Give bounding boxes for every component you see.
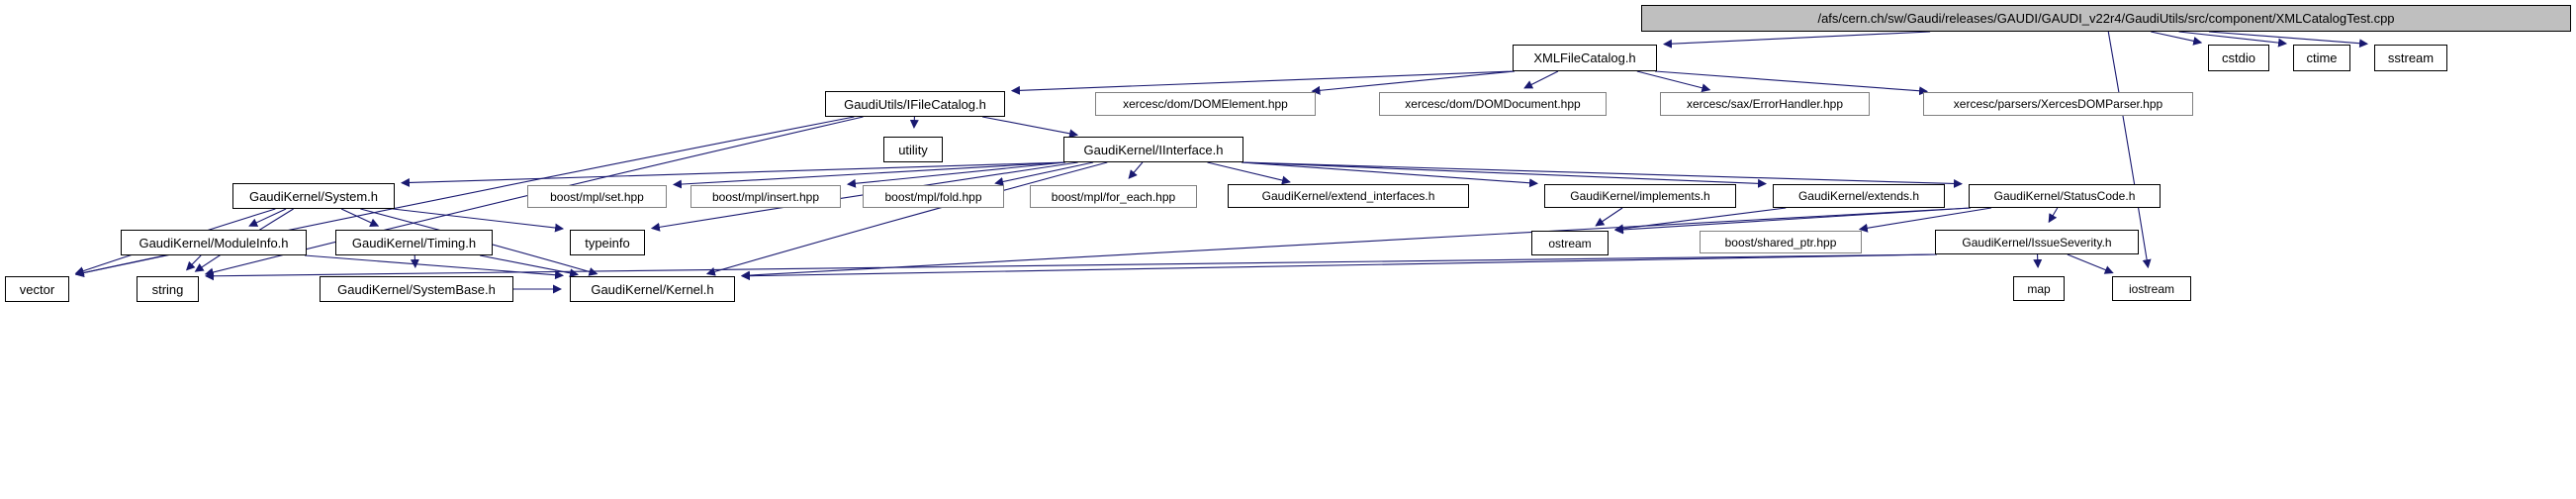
graph-edge-iinterface-to-mplset [672,161,1066,189]
graph-edge-extends-to-ostream [1613,207,1787,234]
graph-edge-iinterface-to-extends [1241,161,1768,188]
graph-edge-timing-to-systembase [410,254,419,269]
graph-edge-xmlfilecatalog-to-ifilecatalog [1010,70,1516,95]
graph-edge-ifilecatalog-to-iinterface [982,116,1079,139]
graph-edge-iinterface-to-statuscode [1241,161,1963,188]
graph-node-iostream[interactable]: iostream [2112,276,2191,301]
graph-node-statuscode[interactable]: GaudiKernel/StatusCode.h [1969,184,2161,208]
graph-edge-moduleinfo-to-string [185,254,202,271]
graph-edge-root-to-xmlfilecatalog [1662,31,1931,49]
graph-node-iinterface[interactable]: GaudiKernel/IInterface.h [1063,137,1243,162]
graph-edge-implements-to-ostream [1595,207,1623,227]
graph-node-extends[interactable]: GaudiKernel/extends.h [1773,184,1945,208]
graph-node-issueseverity[interactable]: GaudiKernel/IssueSeverity.h [1935,230,2139,254]
graph-edge-issueseverity-to-map [2033,253,2043,269]
graph-node-cstdio[interactable]: cstdio [2208,45,2269,71]
graph-node-ostream[interactable]: ostream [1531,231,1609,255]
graph-node-map[interactable]: map [2013,276,2065,301]
graph-edge-root-to-iostream [2107,31,2152,269]
graph-node-extendif[interactable]: GaudiKernel/extend_interfaces.h [1228,184,1469,208]
graph-edge-iinterface-to-typeinfo [650,161,1078,232]
graph-node-sharedptr[interactable]: boost/shared_ptr.hpp [1700,231,1862,253]
graph-node-typeinfo[interactable]: typeinfo [570,230,645,255]
graph-edge-xmlfilecatalog-to-domdocument [1523,70,1559,89]
graph-node-domelement[interactable]: xercesc/dom/DOMElement.hpp [1095,92,1316,116]
graph-edge-timing-to-kernel [480,254,579,278]
graph-edge-system-to-timing [340,208,380,227]
graph-node-systembase[interactable]: GaudiKernel/SystemBase.h [320,276,513,302]
graph-edge-xmlfilecatalog-to-domelement [1311,70,1516,95]
graph-node-xmlfilecatalog[interactable]: XMLFileCatalog.h [1513,45,1657,71]
graph-edge-root-to-ctime [2178,31,2288,48]
graph-node-domdocument[interactable]: xercesc/dom/DOMDocument.hpp [1379,92,1607,116]
graph-edge-xmlfilecatalog-to-xercesdom [1654,70,1929,96]
graph-node-mplset[interactable]: boost/mpl/set.hpp [527,185,667,208]
graph-edge-statuscode-to-sharedptr [1858,207,1992,233]
graph-node-system[interactable]: GaudiKernel/System.h [232,183,395,209]
graph-node-ctime[interactable]: ctime [2293,45,2350,71]
graph-node-moduleinfo[interactable]: GaudiKernel/ModuleInfo.h [121,230,307,255]
graph-node-xercesdom[interactable]: xercesc/parsers/XercesDOMParser.hpp [1923,92,2193,116]
graph-edge-root-to-cstdio [2151,31,2203,46]
graph-node-mplforeach[interactable]: boost/mpl/for_each.hpp [1030,185,1197,208]
graph-node-root[interactable]: /afs/cern.ch/sw/Gaudi/releases/GAUDI/GAU… [1641,5,2571,32]
graph-edge-moduleinfo-to-kernel [304,254,565,280]
graph-node-vector[interactable]: vector [5,276,69,302]
graph-node-kernel[interactable]: GaudiKernel/Kernel.h [570,276,735,302]
graph-edge-iinterface-to-mplforeach [1128,161,1144,179]
graph-edge-moduleinfo-to-vector [74,254,165,277]
graph-node-mplinsert[interactable]: boost/mpl/insert.hpp [690,185,841,208]
graph-edge-issueseverity-to-iostream [2067,253,2114,274]
graph-node-timing[interactable]: GaudiKernel/Timing.h [335,230,493,255]
graph-edge-issueseverity-to-string [204,253,1938,281]
graph-edge-iinterface-to-system [400,161,1066,187]
graph-edge-iinterface-to-kernel [705,161,1108,276]
graph-edge-iinterface-to-mplinsert [846,161,1066,188]
graph-edge-issueseverity-to-kernel [740,253,1938,281]
graph-edge-root-to-sstream [2208,31,2369,49]
graph-node-errorhandler[interactable]: xercesc/sax/ErrorHandler.hpp [1660,92,1870,116]
graph-node-sstream[interactable]: sstream [2374,45,2447,71]
graph-edge-statuscode-to-issueseverity [2048,207,2059,224]
graph-edge-iinterface-to-extendif [1207,161,1291,185]
graph-node-ifilecatalog[interactable]: GaudiUtils/IFileCatalog.h [825,91,1005,117]
graph-edge-system-to-moduleinfo [248,208,287,227]
graph-node-string[interactable]: string [137,276,199,302]
graph-node-implements[interactable]: GaudiKernel/implements.h [1544,184,1736,208]
graph-edge-iinterface-to-implements [1241,161,1539,188]
graph-node-utility[interactable]: utility [883,137,943,162]
graph-node-mplfold[interactable]: boost/mpl/fold.hpp [863,185,1004,208]
graph-edge-iinterface-to-mplfold [994,161,1094,186]
graph-edge-system-to-typeinfo [392,208,565,233]
graph-edge-xmlfilecatalog-to-errorhandler [1636,70,1711,93]
